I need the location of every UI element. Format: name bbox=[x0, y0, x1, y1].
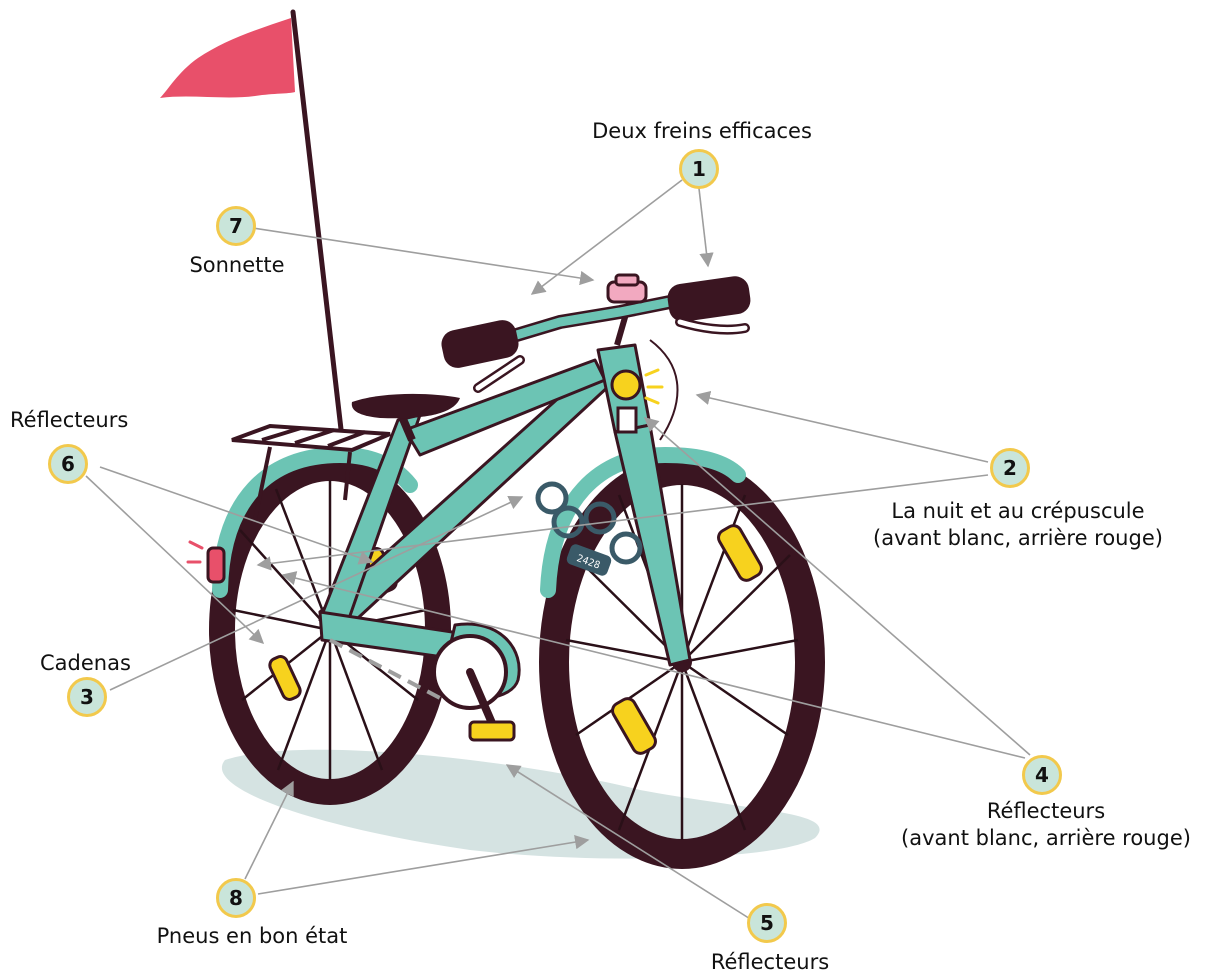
saddle bbox=[351, 393, 460, 442]
safety-flag bbox=[160, 9, 345, 441]
arrow-8a bbox=[244, 780, 294, 880]
handlebar bbox=[441, 273, 751, 393]
padlock-cable bbox=[535, 481, 643, 576]
callout-2-badge: 2 bbox=[990, 448, 1030, 488]
callout-8-badge: 8 bbox=[216, 878, 256, 918]
arrow-8b bbox=[257, 834, 590, 895]
arrow-3a bbox=[109, 495, 524, 691]
callout-6-label: Réflecteurs bbox=[10, 408, 129, 432]
right-grip bbox=[667, 276, 751, 322]
front-wheel-reflector-bottom bbox=[611, 697, 657, 755]
callout-5-badge: 5 bbox=[747, 903, 787, 943]
combination-lock bbox=[566, 544, 612, 576]
callout-2-title: La nuit et au crépuscule bbox=[891, 499, 1145, 523]
arrow-1a bbox=[530, 179, 683, 295]
brake-cable bbox=[649, 339, 679, 441]
callout-2-label: La nuit et au crépuscule (avant blanc, a… bbox=[873, 498, 1163, 552]
arrow-6b bbox=[85, 475, 265, 644]
bell bbox=[606, 273, 648, 304]
front-reflector bbox=[616, 406, 638, 434]
left-grip bbox=[441, 320, 519, 368]
front-light bbox=[610, 368, 664, 434]
rear-rack bbox=[231, 423, 391, 521]
pedal bbox=[468, 720, 516, 742]
callout-4-subtitle: (avant blanc, arrière rouge) bbox=[901, 826, 1191, 850]
arrow-4a bbox=[281, 571, 1026, 759]
arrow-7 bbox=[252, 227, 595, 286]
callout-5-label: Réflecteurs bbox=[710, 950, 830, 974]
callout-6-badge: 6 bbox=[48, 444, 88, 484]
arrow-5 bbox=[505, 764, 756, 923]
callout-3-label: Cadenas bbox=[40, 651, 131, 675]
callout-8-label: Pneus en bon état bbox=[156, 924, 348, 948]
callout-3-badge: 3 bbox=[67, 677, 107, 717]
callout-4-title: Réflecteurs bbox=[986, 799, 1106, 823]
front-wheel-reflector-top bbox=[717, 524, 763, 582]
front-fork bbox=[613, 423, 692, 667]
callout-2-subtitle: (avant blanc, arrière rouge) bbox=[873, 526, 1163, 550]
arrow-6a bbox=[99, 466, 374, 565]
callout-4-label: Réflecteurs (avant blanc, arrière rouge) bbox=[901, 798, 1191, 852]
arrow-2b bbox=[256, 474, 989, 571]
callout-4-badge: 4 bbox=[1022, 755, 1062, 795]
rear-light bbox=[206, 546, 226, 584]
flag-pennant bbox=[160, 18, 295, 98]
arrow-1b bbox=[697, 179, 714, 268]
rear-wheel-reflector-bottom bbox=[268, 655, 302, 701]
callout-7-badge: 7 bbox=[216, 206, 256, 246]
arrow-2a bbox=[695, 390, 989, 463]
callout-7-label: Sonnette bbox=[189, 253, 285, 277]
crankset bbox=[432, 634, 516, 742]
callout-1-badge: 1 bbox=[679, 149, 719, 189]
arrow-4b bbox=[643, 417, 1031, 756]
callout-1-label: Deux freins efficaces bbox=[592, 119, 812, 143]
callout-arrows bbox=[85, 179, 1031, 923]
